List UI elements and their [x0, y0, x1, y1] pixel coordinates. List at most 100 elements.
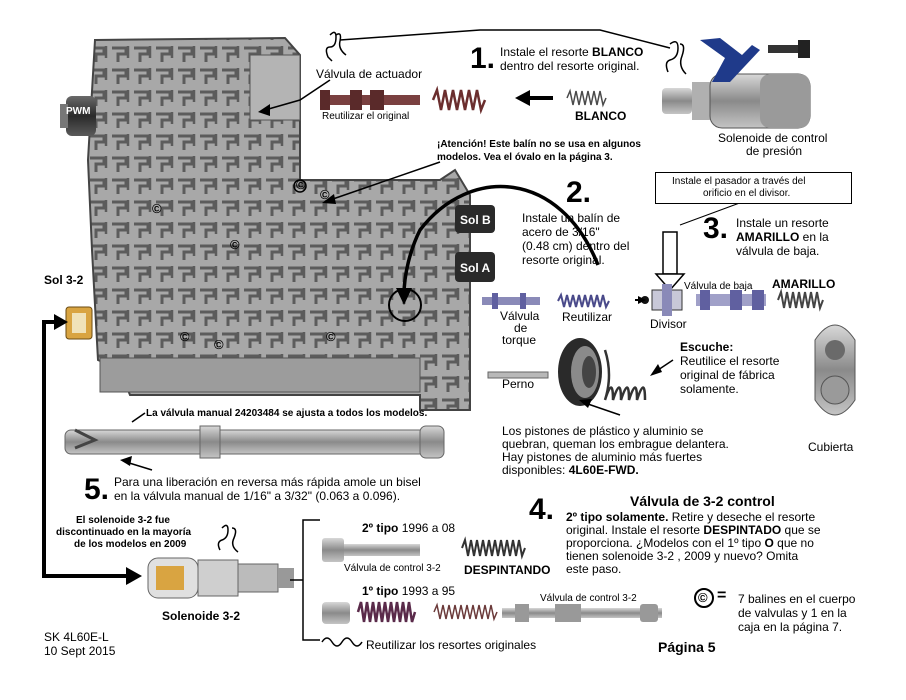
solenoid-label-2: de presión [746, 144, 803, 158]
escuche-line-2: original de fábrica [680, 368, 775, 382]
reuse-label-row2: Reutilizar [562, 310, 613, 324]
actuator-reuse-label: Reutilizar el original [322, 111, 410, 122]
step4-line-1: 2º tipo solamente. Retire y deseche el r… [566, 510, 816, 524]
footer-date: 10 Sept 2015 [44, 644, 116, 658]
step5-number: 5. [84, 473, 110, 506]
sol-b-label: Sol B [460, 213, 491, 227]
pin-label: Perno [502, 377, 535, 391]
sol32-label: Sol 3-2 [44, 273, 84, 287]
legend-equals: = [717, 587, 727, 604]
manual-valve [64, 425, 445, 459]
type2-valve [322, 538, 420, 562]
ball-marker: © [214, 337, 224, 352]
low-valve-label: Válvula de baja [684, 281, 753, 292]
step2-number: 2. [566, 176, 592, 209]
solenoid-label-1: Solenoide de control [718, 131, 828, 145]
sol-a-block [455, 252, 495, 282]
type1-valve-left [322, 602, 350, 624]
step5-line-2: en la válvula manual de 1/16" a 3/32" (0… [114, 489, 401, 503]
step4-line-5: este paso. [566, 562, 622, 576]
curved-arrow-step2 [402, 184, 600, 296]
piston-note-4: disponibles: 4L60E-FWD. [502, 463, 639, 477]
type1-spring-light [433, 602, 498, 622]
actuator-valve [320, 90, 420, 110]
step4-title: Válvula de 3-2 control [630, 493, 775, 509]
actuator-valve-label: Válvula de actuador [316, 67, 423, 81]
clip-icon-top-right [665, 41, 687, 75]
manual-valve-label: La válvula manual 24203484 se ajusta a t… [146, 408, 428, 419]
cover-part [814, 324, 856, 416]
step3-line-2: AMARILLO en la [736, 230, 829, 244]
arrow-left-step1 [515, 90, 553, 106]
low-valve [696, 290, 766, 310]
sol-a-label: Sol A [460, 261, 491, 275]
ball-marker: © [152, 201, 162, 216]
piston-note-2: quebran, queman los embrague delantera. [502, 437, 729, 451]
solenoid-32-bottom [147, 557, 294, 599]
step2-line-2: acero de 3/16" [522, 225, 600, 239]
escuche-line-3: solamente. [680, 382, 739, 396]
unpainted-label: DESPINTANDO [464, 563, 551, 577]
sol32-bottom-label: Solenoide 3-2 [162, 609, 241, 623]
leader-actuator [264, 79, 331, 111]
bolt [768, 40, 810, 58]
valve-body [86, 36, 471, 411]
sol32-disc-2: discontinuado en la mayoría [56, 527, 192, 538]
sol32-disc-1: El solenoide 3-2 fue [76, 515, 170, 526]
pin-note-box [655, 172, 852, 204]
pin-rod [487, 371, 549, 379]
legend-circle [694, 588, 714, 608]
reuse-wave-icon [321, 637, 363, 647]
legend-symbol: © [698, 590, 708, 605]
torque-valve-label-3: torque [502, 333, 537, 347]
step1-text-2: dentro del resorte original. [500, 59, 640, 73]
leader-attention [329, 161, 441, 201]
step3-number: 3. [703, 212, 729, 245]
type1-spring-dark [356, 601, 417, 623]
sol-b-block [455, 205, 495, 233]
piston-note-1: Los pistones de plástico y aluminio se [502, 424, 704, 438]
escuche-line-1: Reutilice el resorte [680, 354, 780, 368]
type1-label: 1º tipo 1993 a 95 [362, 584, 456, 598]
step4-line-2: original. Instale el resorte DESPINTADO … [566, 523, 821, 537]
ball-marker: © [230, 237, 240, 252]
footer-page: Página 5 [658, 639, 716, 655]
step3-line-1: Instale un resorte [736, 216, 829, 230]
step4-line-3: proporciona. ¿Modelos con el 1º tipo O q… [566, 536, 814, 550]
cover-label: Cubierta [808, 440, 854, 454]
step3-line-3: válvula de baja. [736, 244, 820, 258]
attention-line-2: modelos. Vea el óvalo en la página 3. [437, 152, 613, 163]
ball-marker: © [180, 329, 190, 344]
piston [558, 338, 602, 406]
yellow-label: AMARILLO [772, 277, 836, 291]
reuse-springs-label: Reutilizar los resortes originales [366, 638, 537, 652]
white-spring [566, 88, 607, 108]
legend-line-1: 7 balines en el cuerpo [738, 592, 856, 606]
step4-line-4: tienen solenoide 3-2 , 2009 y nuevo? Omi… [566, 549, 799, 563]
pin-arrow-down [654, 231, 686, 292]
white-spring-label: BLANCO [575, 109, 627, 123]
pwm-connector [60, 96, 96, 136]
pin-note-line-2: orificio en el divisor. [703, 188, 791, 199]
sol32-connector [65, 306, 93, 340]
step2-line-4: resorte original. [522, 253, 605, 267]
torque-valve-label-2: de [514, 321, 528, 335]
torque-valve-label-1: Válvula [500, 309, 540, 323]
escuche-title: Escuche: [680, 340, 734, 354]
divider-label: Divisor [650, 317, 687, 331]
type2-valve-label: Válvula de control 3-2 [344, 563, 441, 574]
type2-label: 2º tipo 1996 a 08 [362, 521, 456, 535]
step1-text: Instale el resorte BLANCO [500, 45, 644, 59]
torque-valve [482, 293, 540, 309]
legend-line-2: de valvulas y 1 en la [738, 606, 847, 620]
clip-icon-top [325, 31, 347, 62]
piston-spring [603, 349, 647, 401]
legend-line-3: caja en la página 7. [738, 620, 843, 634]
type1-valve-label: Válvula de control 3-2 [540, 593, 637, 604]
step2-line-1: Instale un balín de [522, 211, 621, 225]
attention-line-1: ¡Atención! Este balín no se usa en algun… [437, 139, 641, 150]
divider-part [651, 284, 683, 316]
yellow-spring [777, 288, 824, 312]
ball-marker: © [326, 329, 336, 344]
